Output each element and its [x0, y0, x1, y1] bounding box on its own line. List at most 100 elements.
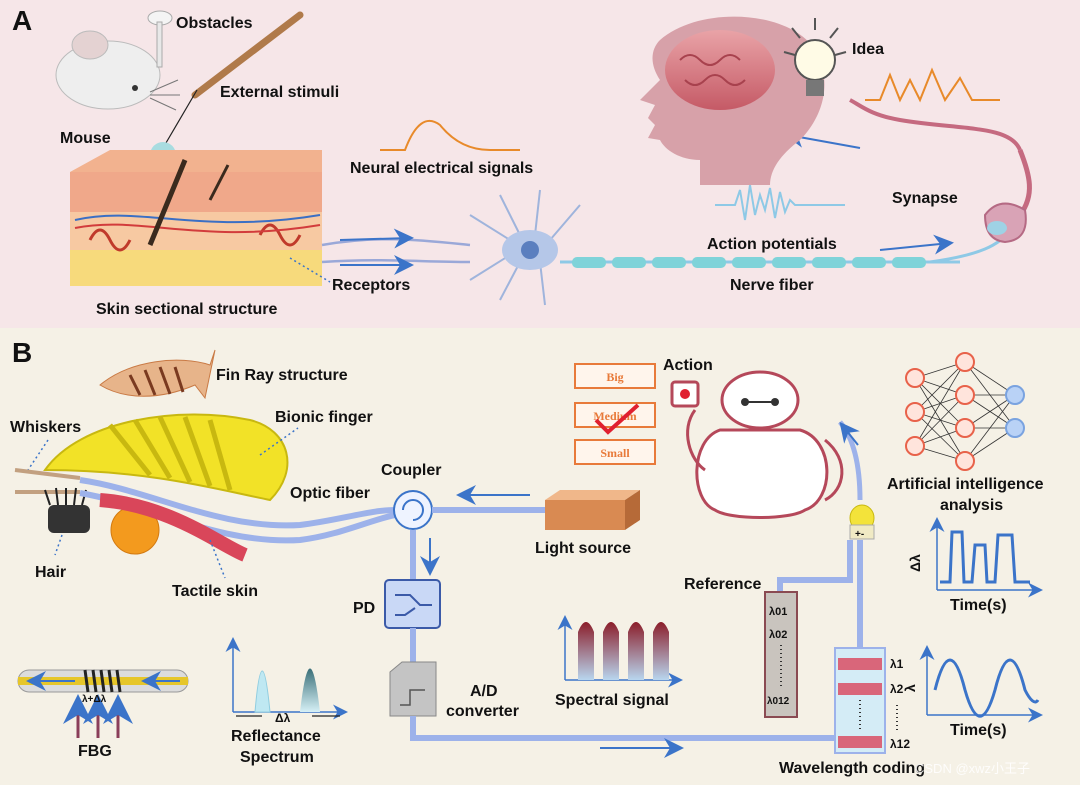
whisker-1 — [14, 468, 81, 480]
label-reflectance-1: Reflectance — [231, 728, 321, 745]
label-time-2: Time(s) — [950, 722, 1007, 739]
label-idea: Idea — [852, 41, 884, 58]
label-tactile-skin: Tactile skin — [172, 583, 258, 600]
watermark: CSDN @xwz小王子 — [915, 761, 1030, 776]
nerve-fiber-axon — [560, 229, 1012, 268]
adc-icon — [389, 661, 437, 717]
robot-arrow — [839, 421, 860, 446]
label-external-stimuli: External stimuli — [220, 84, 339, 101]
hair-brush-illustration — [44, 487, 90, 533]
label-fin-ray: Fin Ray structure — [216, 367, 348, 384]
label-wc-l2: λ2 — [890, 682, 904, 696]
fish-fin-illustration — [99, 349, 216, 400]
label-reference: Reference — [684, 576, 761, 593]
size-box-big — [574, 363, 656, 389]
panel-b-background — [0, 328, 1080, 785]
label-axis-lambda: λ — [902, 684, 918, 692]
label-skin-structure: Skin sectional structure — [96, 301, 277, 318]
label-wc-l1: λ1 — [890, 657, 904, 671]
coding-band-3 — [838, 736, 882, 748]
delta-lambda-time-plot — [929, 517, 1043, 598]
panel-b-letter: B — [12, 337, 32, 368]
reflectance-spectrum-plot — [225, 637, 348, 720]
idea-signal-waveform — [865, 67, 1000, 103]
panel-a-letter: A — [12, 5, 32, 36]
tactile-skin-strip — [99, 493, 248, 562]
obstacle-mushroom — [147, 10, 173, 68]
coupler-icon — [393, 490, 433, 530]
coding-band-2 — [838, 683, 882, 695]
hair-pointer — [54, 534, 63, 556]
label-ai-2: analysis — [940, 497, 1003, 514]
label-axis-delta: Δλ — [907, 554, 923, 572]
label-light-source: Light source — [535, 540, 631, 557]
synapse-illustration — [983, 149, 1032, 244]
neural-network-icon — [905, 352, 1025, 471]
neural-signal-waveform — [380, 119, 520, 151]
idea-lightbulb-icon — [783, 18, 847, 96]
label-medium: Medium — [593, 409, 636, 423]
lambda-time-plot — [919, 645, 1043, 723]
fbg-illustration — [17, 669, 189, 738]
skin-section-illustration — [70, 150, 322, 286]
label-ai-1: Artificial intelligence — [887, 476, 1044, 493]
label-action-potentials: Action potentials — [707, 236, 837, 253]
label-hair: Hair — [35, 564, 66, 581]
adc-symbol — [400, 689, 425, 706]
size-box-small — [574, 439, 656, 465]
coding-band-1 — [838, 658, 882, 670]
label-reflectance-2: Spectrum — [240, 749, 314, 766]
label-ref-l2: λ02 — [769, 629, 787, 641]
stimulus-stick — [162, 11, 304, 149]
coupler-circulator-symbol — [402, 499, 424, 521]
head-silhouette — [640, 16, 825, 185]
mouse-illustration — [55, 30, 180, 111]
label-small: Small — [600, 446, 630, 460]
label-nerve-fiber: Nerve fiber — [730, 277, 814, 294]
size-box-medium — [574, 402, 656, 428]
label-synapse: Synapse — [892, 190, 958, 207]
light-source-box — [545, 490, 640, 530]
spinal-nerve — [849, 98, 1022, 151]
pd-circuit-lines — [395, 594, 432, 616]
label-optic-fiber: Optic fiber — [290, 485, 370, 502]
synapse-arrow — [879, 234, 954, 255]
label-fbg-shift: λ+Δλ — [82, 694, 107, 705]
label-obstacles: Obstacles — [176, 15, 253, 32]
label-ref-l1: λ01 — [769, 606, 787, 618]
label-neural-signals: Neural electrical signals — [350, 160, 533, 177]
label-delta-lambda: Δλ — [275, 711, 291, 725]
label-pd: PD — [353, 600, 375, 617]
label-fbg: FBG — [78, 743, 112, 760]
label-whiskers: Whiskers — [10, 419, 81, 436]
label-action: Action — [663, 357, 713, 374]
label-ad-2: converter — [446, 703, 519, 720]
label-ref-l3: λ012 — [767, 696, 790, 707]
checkmark-icon — [594, 403, 640, 435]
neuron-illustration — [469, 189, 581, 306]
bionic-finger-illustration — [43, 413, 289, 502]
label-spectral-signal: Spectral signal — [555, 692, 669, 709]
optic-fiber-1 — [79, 477, 396, 529]
spectral-signal-plot — [557, 615, 683, 688]
label-ad-1: A/D — [470, 683, 498, 700]
label-plus-minus: +- — [855, 529, 864, 540]
label-mouse: Mouse — [60, 130, 111, 147]
signal-arrow-1 — [339, 228, 414, 249]
action-potential-waveform — [715, 184, 845, 221]
whiskers-pointer — [27, 439, 49, 471]
label-bionic-finger: Bionic finger — [275, 409, 373, 426]
label-big: Big — [606, 370, 623, 384]
label-time-1: Time(s) — [950, 597, 1007, 614]
reference-grating — [764, 591, 798, 718]
label-wavelength-coding: Wavelength coding — [779, 760, 925, 777]
label-receptors: Receptors — [332, 277, 410, 294]
robot-illustration — [670, 370, 844, 519]
fiber-to-wavelength-coding — [410, 716, 840, 741]
power-source-icon — [849, 504, 875, 540]
skin-pointer — [209, 539, 226, 579]
label-coupler: Coupler — [381, 462, 441, 479]
label-wc-l3: λ12 — [890, 737, 910, 751]
